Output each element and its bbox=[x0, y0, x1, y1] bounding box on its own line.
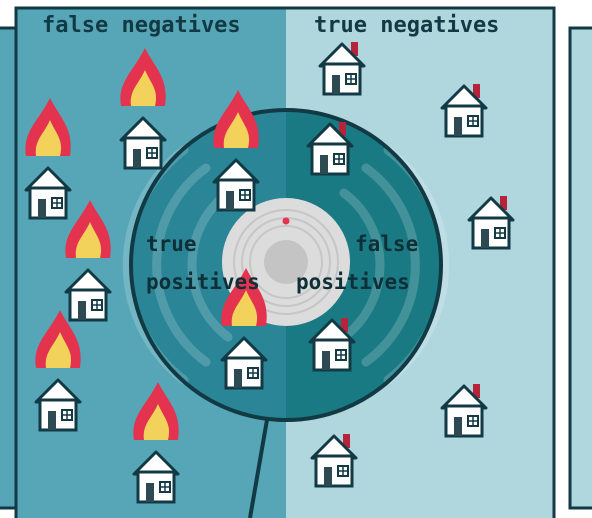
false-negatives-label: false negatives bbox=[42, 13, 241, 38]
false-positives-label-line2: positives bbox=[296, 270, 410, 294]
true-positives-label-line1: true bbox=[146, 232, 197, 256]
true-negatives-label: true negatives bbox=[314, 13, 500, 38]
false-positives-label-line1: false bbox=[355, 232, 419, 256]
true-positives-label-line2: positives bbox=[146, 270, 260, 294]
